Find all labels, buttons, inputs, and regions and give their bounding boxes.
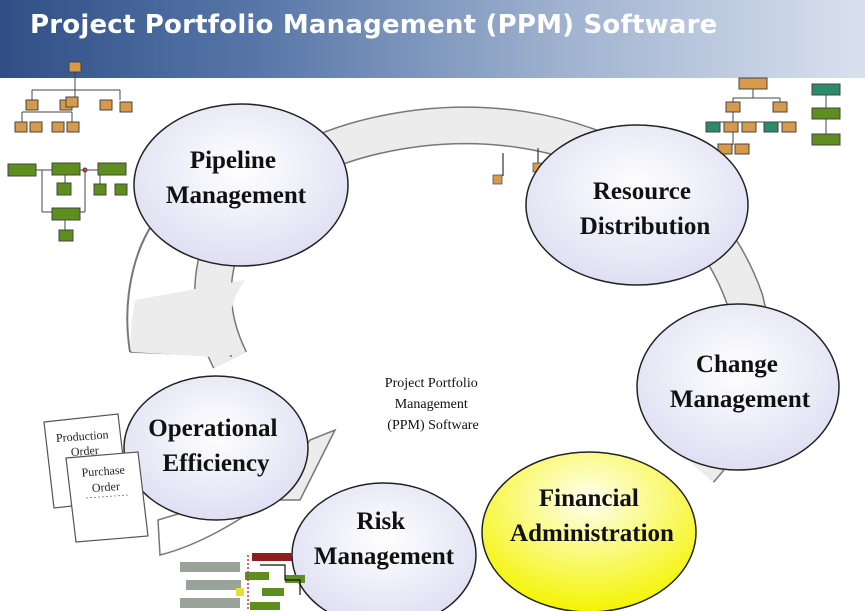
svg-text:Resource Distribution: Resource Distribution xyxy=(580,178,711,240)
resource-label-line1: Resource xyxy=(593,178,691,205)
resource-distribution-node xyxy=(525,124,749,286)
org-chart-icon-orange-left xyxy=(14,61,133,133)
org-chart-icon-right xyxy=(705,77,841,155)
ring-marker-icons xyxy=(492,148,543,185)
svg-text:Pipeline Management: Pipeline Management xyxy=(166,147,307,209)
financial-administration-node xyxy=(481,451,697,611)
pipeline-management-node xyxy=(133,103,349,267)
page-title: Project Portfolio Management (PPM) Softw… xyxy=(30,10,718,40)
resource-label-line2: Distribution xyxy=(580,213,711,240)
purchase-order-document: Purchase Order xyxy=(65,451,149,543)
operational-label-line2: Efficiency xyxy=(163,450,270,477)
financial-label-line2: Administration xyxy=(510,520,674,547)
change-label-line1: Change xyxy=(696,351,778,378)
svg-text:Project Portfolio Manageme: Project Portfolio Management (PPM) Softw… xyxy=(385,376,481,433)
production-order-line2: Order xyxy=(70,443,99,459)
center-label-line3: (PPM) Software xyxy=(387,418,478,433)
risk-label-line2: Management xyxy=(314,543,455,570)
production-order-line1: Production xyxy=(55,427,109,445)
header-banner: Project Portfolio Management (PPM) Softw… xyxy=(0,0,865,78)
svg-text:Production Order: Production Order xyxy=(55,427,113,460)
operational-label-line1: Operational xyxy=(148,415,277,442)
org-chart-icon-green-left xyxy=(7,162,128,242)
svg-text:Financial Administration: Financial Administration xyxy=(510,485,674,547)
gantt-chart-icon xyxy=(180,553,305,611)
center-label-line1: Project Portfolio xyxy=(385,376,478,391)
svg-text:Risk Management: Risk Management xyxy=(314,508,455,570)
risk-label-line1: Risk xyxy=(357,508,406,535)
change-label-line2: Management xyxy=(670,386,811,413)
pipeline-label-line1: Pipeline xyxy=(190,147,276,174)
center-label-line2: Management xyxy=(395,397,468,412)
purchase-order-line1: Purchase xyxy=(81,463,125,480)
purchase-order-line2: Order xyxy=(91,479,120,495)
svg-text:Change Management: Change Management xyxy=(670,351,811,413)
svg-text:Purchase Order: Purchase Order xyxy=(81,462,129,495)
change-management-node xyxy=(636,303,840,471)
pipeline-label-line2: Management xyxy=(166,182,307,209)
financial-label-line1: Financial xyxy=(539,485,639,512)
svg-text:Operational Efficiency: Operational Efficiency xyxy=(148,415,283,477)
operational-efficiency-node xyxy=(123,375,309,521)
